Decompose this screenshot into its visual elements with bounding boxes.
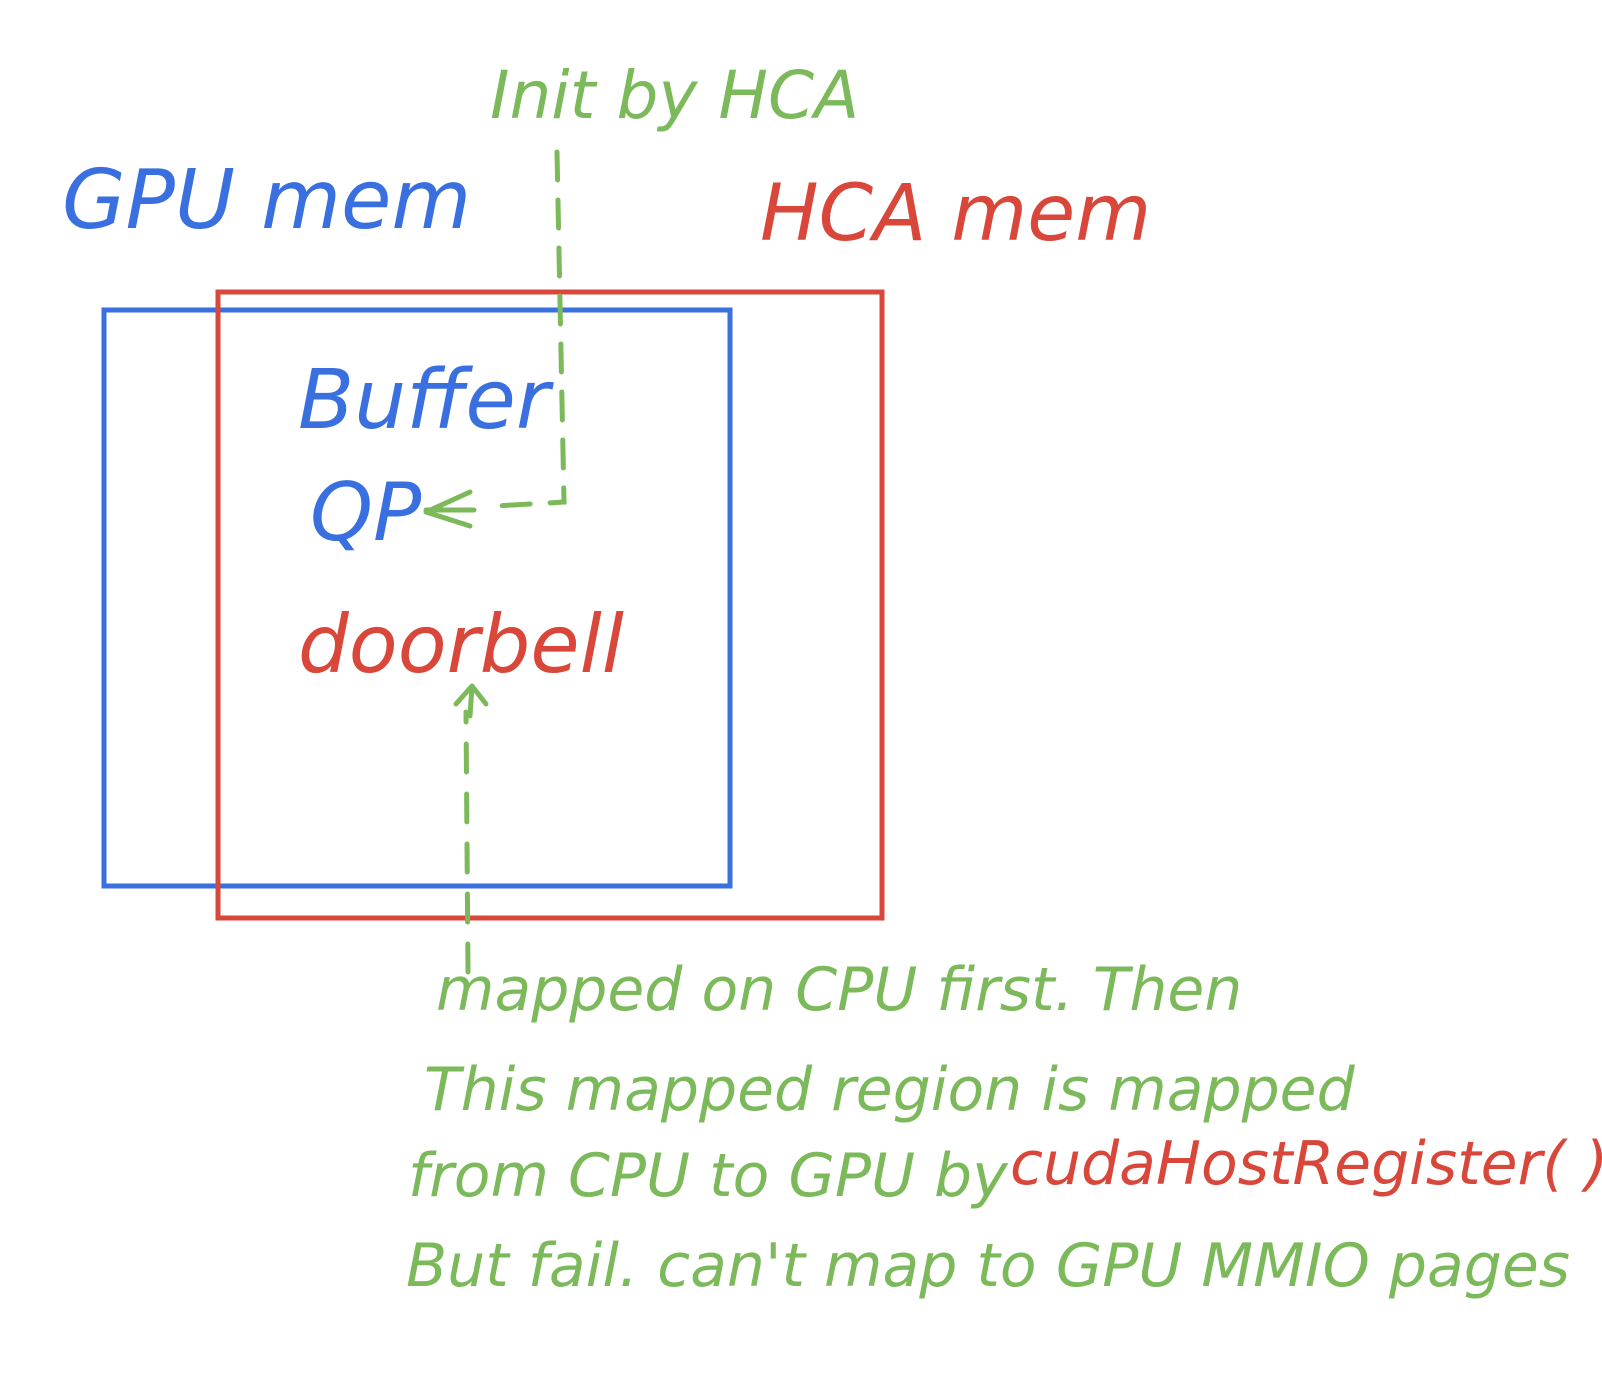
note-line-3-prefix: from CPU to GPU by [408,1141,1009,1211]
doorbell-dashed-arrow [463,709,471,975]
note-line-2: This mapped region is mapped [424,1055,1356,1125]
doorbell-label: doorbell [298,598,624,691]
init-arrowhead [423,489,477,529]
note-line-1: mapped on CPU first. Then [436,955,1242,1025]
gpu-mem-label: GPU mem [62,153,471,248]
hca-mem-label: HCA mem [760,169,1151,259]
gpu-mem-box [101,307,733,889]
buffer-label: Buffer [298,353,554,448]
init-by-hca-label: Init by HCA [490,57,859,134]
note-line-3-func: cudaHostRegister( ) [1010,1129,1602,1199]
hca-mem-box [215,289,885,921]
qp-label: QP [310,466,422,559]
doorbell-arrowhead [453,683,489,719]
note-line-4: But fail. can't map to GPU MMIO pages [406,1231,1570,1301]
init-dashed-arrow [493,149,567,509]
